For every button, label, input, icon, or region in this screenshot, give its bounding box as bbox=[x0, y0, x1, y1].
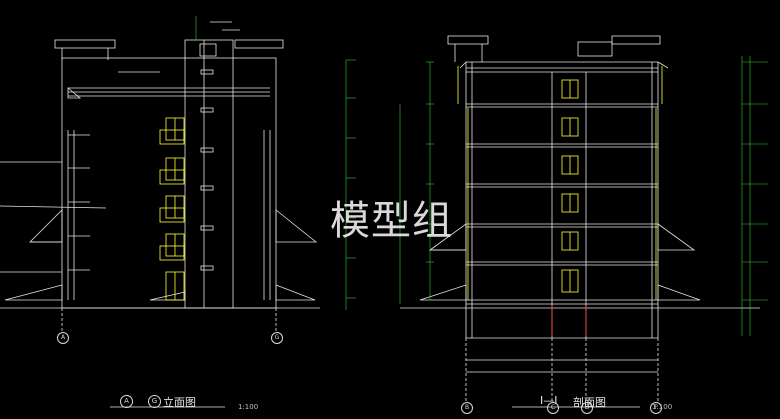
elevation-title: 立面图 bbox=[163, 396, 196, 409]
title-axis-bubble-1: A bbox=[120, 395, 133, 408]
axis-bubble-c: C bbox=[547, 402, 559, 414]
axis-bubble-b: B bbox=[461, 402, 473, 414]
elevation-windows bbox=[159, 117, 185, 301]
section-doors bbox=[457, 66, 663, 300]
axis-bubble-d: D bbox=[581, 402, 593, 414]
axis-bubble-right: G bbox=[271, 332, 283, 344]
dimension-chains bbox=[195, 16, 768, 336]
elevation-scale: 1:100 bbox=[238, 403, 259, 411]
watermark-text: 模型组 bbox=[330, 198, 453, 244]
axis-bubble-left: A bbox=[57, 332, 69, 344]
section-title-code: I—I bbox=[540, 394, 558, 407]
title-axis-bubble-2: G bbox=[148, 395, 161, 408]
elevation-building bbox=[0, 21, 320, 332]
section-title: 剖面图 bbox=[573, 396, 606, 409]
section-scale: 1:100 bbox=[652, 403, 673, 411]
section-building bbox=[400, 35, 760, 402]
section-basement-markers bbox=[551, 306, 587, 336]
axis-bubble-f: F bbox=[650, 402, 662, 414]
